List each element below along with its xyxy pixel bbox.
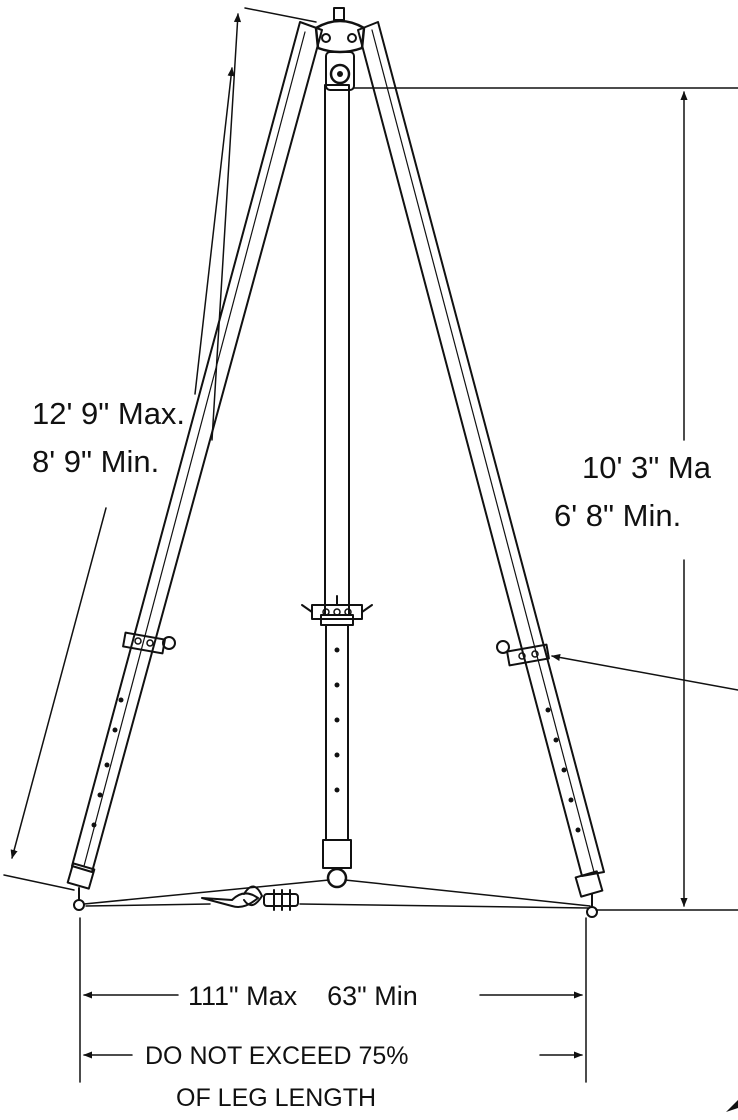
left-leg-holes — [91, 697, 124, 828]
height-min-label: 6' 8" Min. — [554, 498, 681, 533]
chain-turnbuckle — [201, 885, 299, 911]
left-leg-clamp — [122, 631, 176, 655]
tripod-head — [314, 7, 366, 91]
center-leg — [301, 84, 373, 889]
height-max-label: 10' 3" Ma — [582, 450, 712, 485]
center-leg-clamp — [301, 595, 373, 620]
ground-chain — [83, 879, 591, 911]
right-leg-holes — [545, 707, 581, 833]
left-leg — [66, 21, 323, 911]
leg-length-min-label: 8' 9" Min. — [32, 444, 159, 479]
spread-label: 111" Max 63" Min — [188, 981, 418, 1011]
center-leg-holes — [334, 647, 340, 793]
right-leg — [357, 21, 605, 918]
warning-line-2: OF LEG LENGTH — [176, 1084, 376, 1112]
leg-length-dimension — [3, 7, 317, 891]
spread-dimension — [79, 917, 587, 1083]
right-leg-clamp — [496, 640, 550, 667]
leg-length-max-label: 12' 9" Max. — [32, 396, 185, 431]
height-dimension — [353, 87, 738, 911]
warning-line-1: DO NOT EXCEED 75% — [145, 1042, 409, 1070]
scan-mark — [726, 1100, 738, 1112]
clamp-callout-arrow — [551, 653, 738, 691]
